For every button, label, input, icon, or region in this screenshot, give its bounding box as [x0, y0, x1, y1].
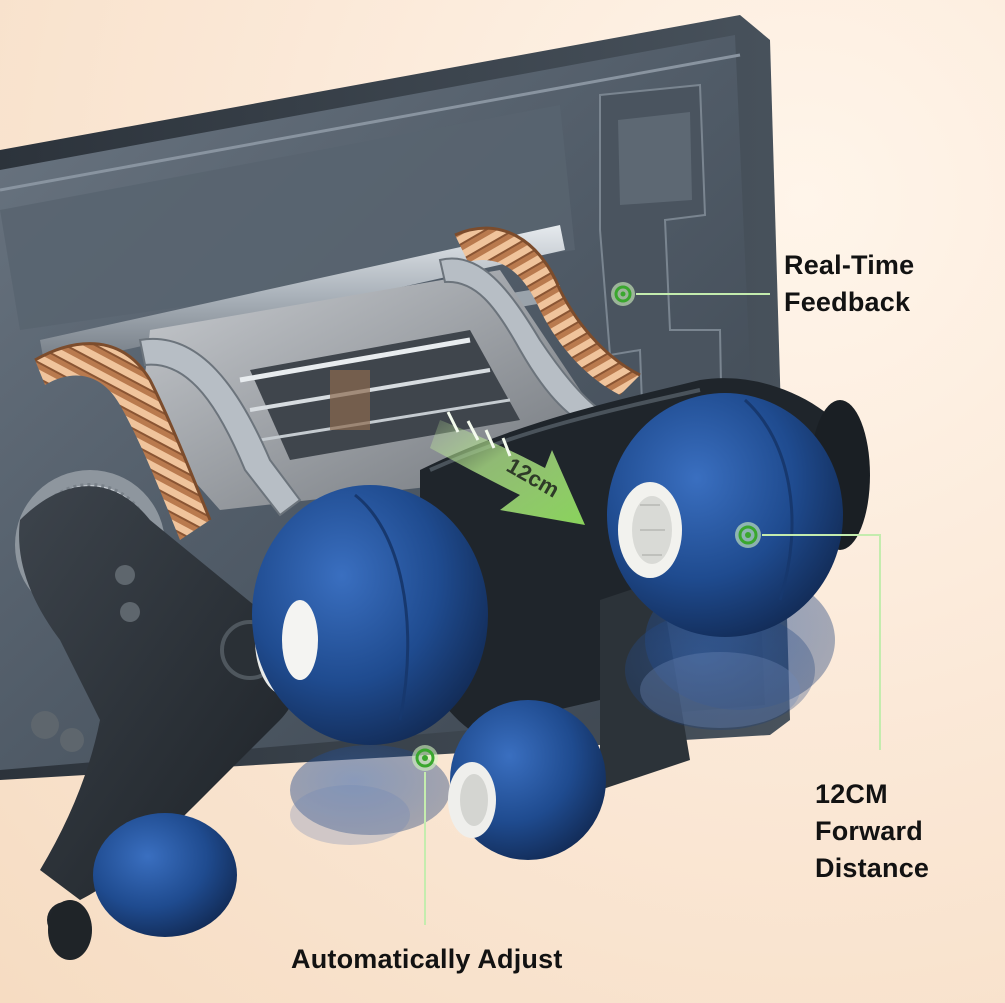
realtime-feedback-label: Real-Time Feedback: [784, 247, 914, 321]
right-gear-rack: [454, 226, 641, 395]
right-upper-roller: [607, 393, 870, 637]
lower-left-roller: [48, 813, 237, 960]
forward-line-3: Distance: [815, 853, 930, 883]
callout-forward: [735, 522, 881, 750]
left-gear-rack: [34, 342, 212, 540]
realtime-line-2: Feedback: [784, 287, 911, 317]
lower-center-roller: [448, 700, 606, 860]
automatically-adjust-label: Automatically Adjust: [291, 944, 563, 974]
callout-realtime: [611, 282, 770, 306]
left-large-roller: [252, 485, 488, 745]
callout-adjust: [412, 745, 438, 925]
forward-distance-label: 12CM Forward Distance: [815, 776, 929, 887]
left-bracket: [15, 470, 298, 938]
forward-line-2: Forward: [815, 816, 923, 846]
realtime-line-1: Real-Time: [784, 250, 915, 280]
forward-line-1: 12CM: [815, 779, 888, 809]
